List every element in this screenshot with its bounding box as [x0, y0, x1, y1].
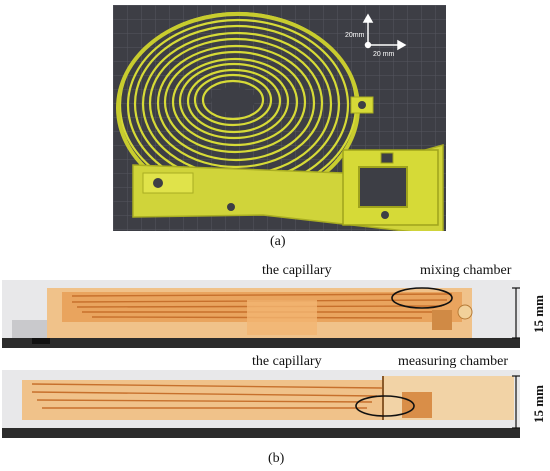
capillary-label-top: the capillary — [262, 263, 332, 278]
side-view-measuring — [2, 370, 520, 438]
height-ruler — [512, 287, 520, 339]
measuring-chamber-window — [358, 166, 408, 208]
panel-a-3d-view: 20mm 20 mm — [113, 5, 446, 231]
capillary-label-bottom: the capillary — [252, 354, 322, 369]
measuring-chamber-marker — [355, 395, 415, 417]
height-ruler-2 — [512, 375, 520, 429]
spiral-device-render: 20mm 20 mm — [113, 5, 446, 231]
scale-horizontal-label: 20 mm — [373, 51, 395, 58]
height-label-top: 15 mm — [531, 295, 546, 333]
scale-bar — [362, 13, 407, 51]
caption-b: (b) — [268, 451, 285, 466]
measuring-chamber-label: measuring chamber — [398, 354, 509, 369]
capillary-channels-2 — [31, 383, 383, 409]
base-layer-2 — [2, 428, 520, 438]
inlet-block — [142, 172, 194, 194]
caption-a: (a) — [270, 234, 286, 249]
base-layer — [2, 338, 520, 348]
height-label-bottom: 15 mm — [531, 385, 546, 423]
spiral-center-hole — [211, 87, 255, 113]
mixing-chamber-label: mixing chamber — [420, 263, 512, 278]
scale-vertical-label: 20mm — [345, 32, 365, 39]
mixing-chamber-marker — [391, 287, 453, 309]
side-view-mixing — [2, 280, 520, 348]
